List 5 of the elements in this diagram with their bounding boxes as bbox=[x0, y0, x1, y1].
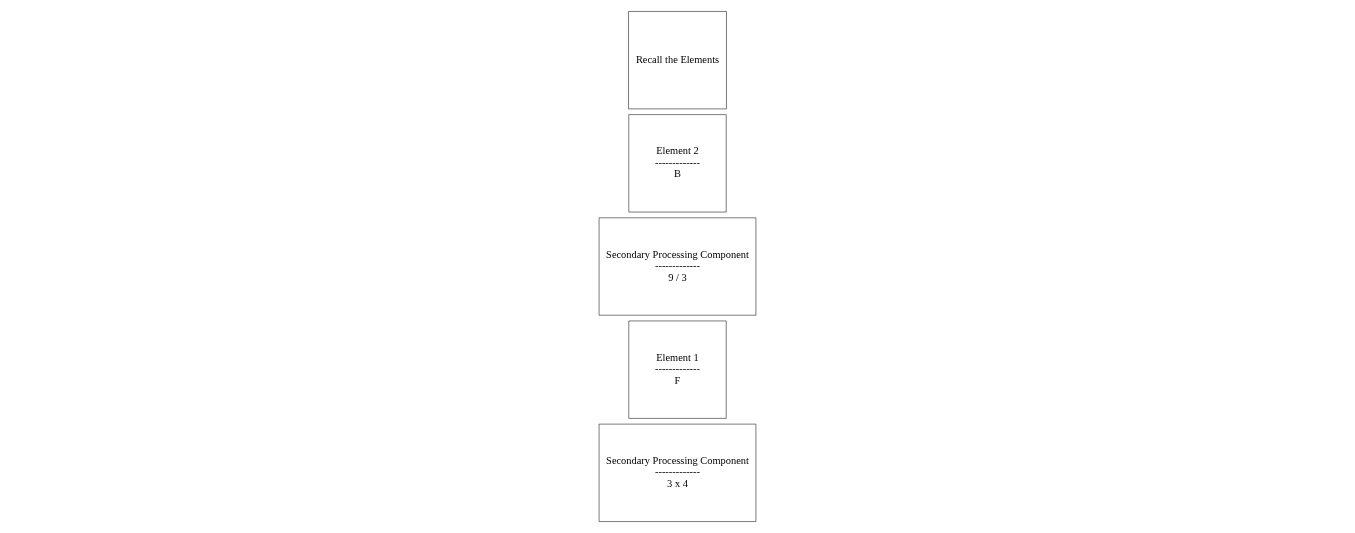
node-box: Element 2 ------------- B bbox=[628, 114, 727, 213]
node-box: Secondary Processing Component ------------- 3 x 4 bbox=[598, 423, 757, 522]
node-box: Recall the Elements bbox=[628, 11, 727, 110]
node-box: Secondary Processing Component ------------- 9 / 3 bbox=[598, 217, 757, 316]
node-box: Element 1 ------------- F bbox=[628, 320, 727, 419]
